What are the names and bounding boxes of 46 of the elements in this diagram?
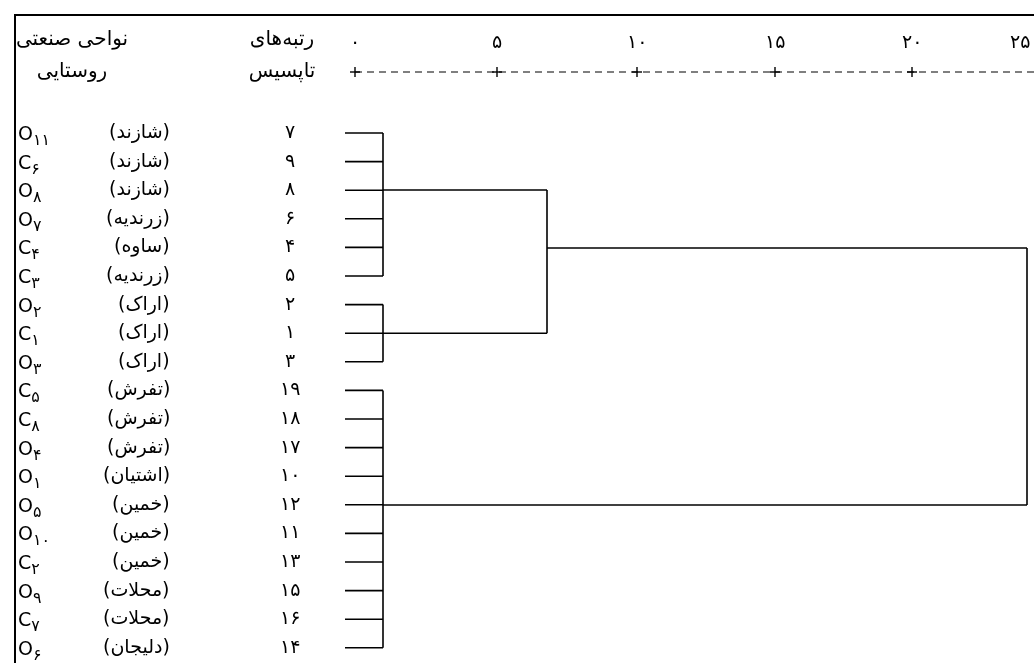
region-name: (اراک): [118, 348, 170, 371]
region-name: (محلات): [103, 606, 170, 629]
rank-number: ۲: [285, 291, 296, 314]
region-name: (ساوه): [114, 234, 170, 257]
region-name: (تفرش): [107, 406, 171, 428]
rank-number: ۱۲: [280, 491, 301, 514]
rank-number: ۵: [285, 263, 296, 285]
rank-number: ۱۱: [280, 520, 301, 543]
region-name: (شازند): [109, 148, 170, 171]
column-header: نواحی صنعتی روستایی: [14, 25, 130, 84]
region-name: (دلیجان): [103, 634, 170, 657]
axis-tick-label: ۵: [492, 30, 503, 52]
rank-number: ۸: [285, 177, 296, 200]
rank-number: ۶: [285, 205, 296, 228]
region-name: (تفرش): [107, 377, 171, 400]
rank-number: ۱: [285, 320, 296, 343]
rank-number: ۳: [285, 348, 296, 371]
rank-number: ۱۰: [280, 463, 301, 486]
region-name: (اراک): [118, 291, 170, 314]
region-name: (خمین): [112, 549, 170, 571]
region-name: (شازند): [109, 177, 170, 200]
rank-number: ۱۳: [280, 549, 301, 571]
axis-tick-label: ۱۵: [765, 30, 786, 52]
rank-number: ۴: [285, 234, 296, 257]
region-name: (اراک): [118, 320, 170, 343]
axis-tick-label: ۰: [350, 30, 361, 52]
rank-number: ۱۴: [280, 634, 301, 657]
axis-tick-label: ۲۵: [1010, 30, 1031, 52]
rank-number: ۱۸: [280, 406, 301, 428]
region-name: (زرندیه): [106, 263, 170, 285]
region-name: (زرندیه): [106, 205, 170, 228]
rank-number: ۱۵: [280, 577, 301, 600]
rank-number: ۹: [285, 148, 296, 171]
rank-number: ۷: [285, 120, 296, 142]
column-header: رتبه‌های تاپسیس: [247, 25, 317, 85]
rank-number: ۱۷: [280, 434, 301, 457]
region-name: (اشتیان): [103, 463, 171, 486]
region-name: (تفرش): [107, 434, 171, 457]
rank-number: ۱۶: [280, 606, 301, 629]
axis-tick-label: ۱۰: [627, 30, 648, 52]
region-name: (شازند): [109, 120, 170, 142]
rank-number: ۱۹: [280, 377, 301, 400]
region-name: (خمین): [112, 520, 170, 543]
axis-tick-label: ۲۰: [902, 30, 923, 52]
region-name: (خمین): [112, 491, 170, 514]
region-name: (محلات): [103, 577, 170, 600]
